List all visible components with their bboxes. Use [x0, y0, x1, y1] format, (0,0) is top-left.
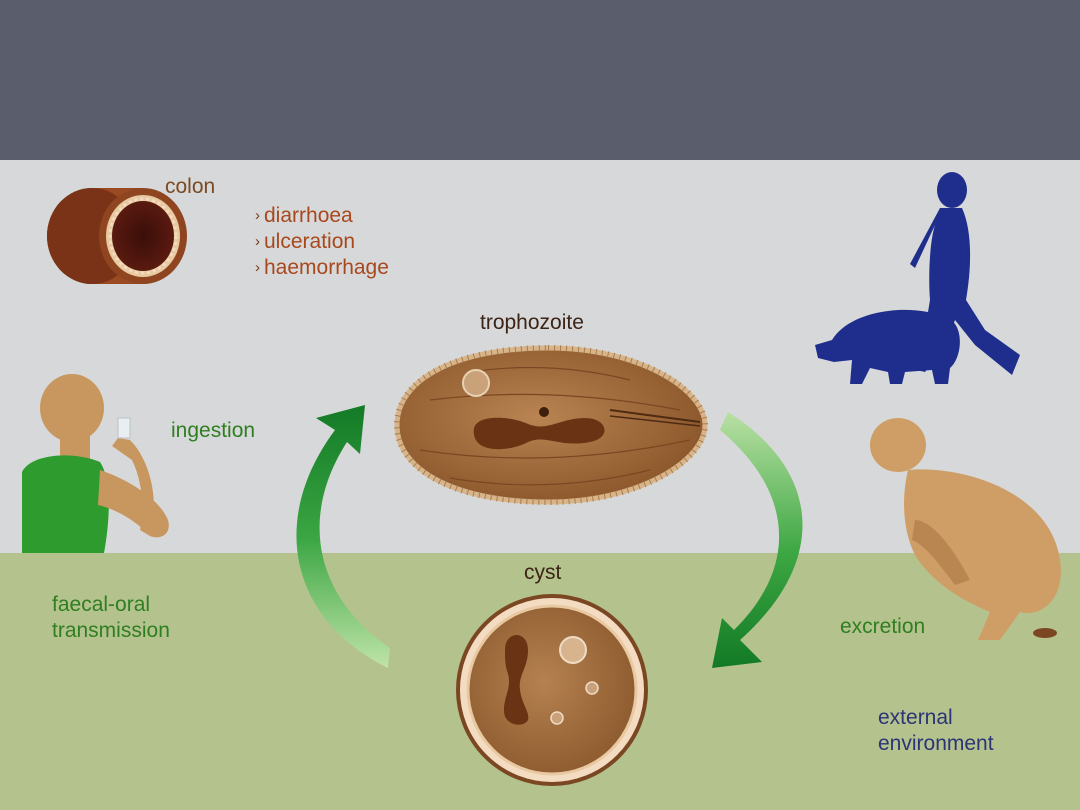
trophozoite-cell: [393, 344, 709, 506]
transmission-line: transmission: [52, 619, 170, 642]
ingestion-label: ingestion: [171, 419, 256, 442]
cyst-cell: [456, 594, 648, 786]
life-cycle-diagram: [0, 160, 1080, 810]
header-bar: [0, 0, 1080, 160]
symptom-diarrhoea: diarrhoea: [264, 204, 353, 227]
symptom-item: ›haemorrhage: [255, 255, 389, 281]
drinking-person-figure: [22, 374, 169, 553]
pig-host-silhouette: [815, 309, 960, 384]
faeces-icon: [1033, 628, 1057, 638]
trophozoite-label: trophozoite: [480, 311, 584, 334]
chevron-right-icon: ›: [255, 259, 260, 276]
external-line: external: [878, 706, 953, 729]
squatting-person-figure: [870, 418, 1061, 640]
faecal-oral-transmission-label: faecal-oral transmission: [52, 592, 170, 644]
chevron-right-icon: ›: [255, 233, 260, 250]
excretion-label: excretion: [840, 615, 926, 638]
cyst-label: cyst: [524, 561, 562, 584]
excystation-arrow: [296, 405, 390, 668]
faecal-oral-line: faecal-oral: [52, 593, 151, 616]
chevron-right-icon: ›: [255, 207, 260, 224]
symptom-list: ›diarrhoea ›ulceration ›haemorrhage: [255, 203, 389, 281]
colon-label: colon: [165, 175, 216, 198]
external-environment-label: external environment: [878, 705, 994, 757]
environment-line: environment: [878, 732, 994, 755]
symptom-item: ›diarrhoea: [255, 203, 389, 229]
symptom-item: ›ulceration: [255, 229, 389, 255]
colon-tube-icon: [47, 188, 187, 284]
symptom-haemorrhage: haemorrhage: [264, 256, 389, 279]
symptom-ulceration: ulceration: [264, 230, 356, 253]
encystation-arrow: [712, 412, 803, 668]
